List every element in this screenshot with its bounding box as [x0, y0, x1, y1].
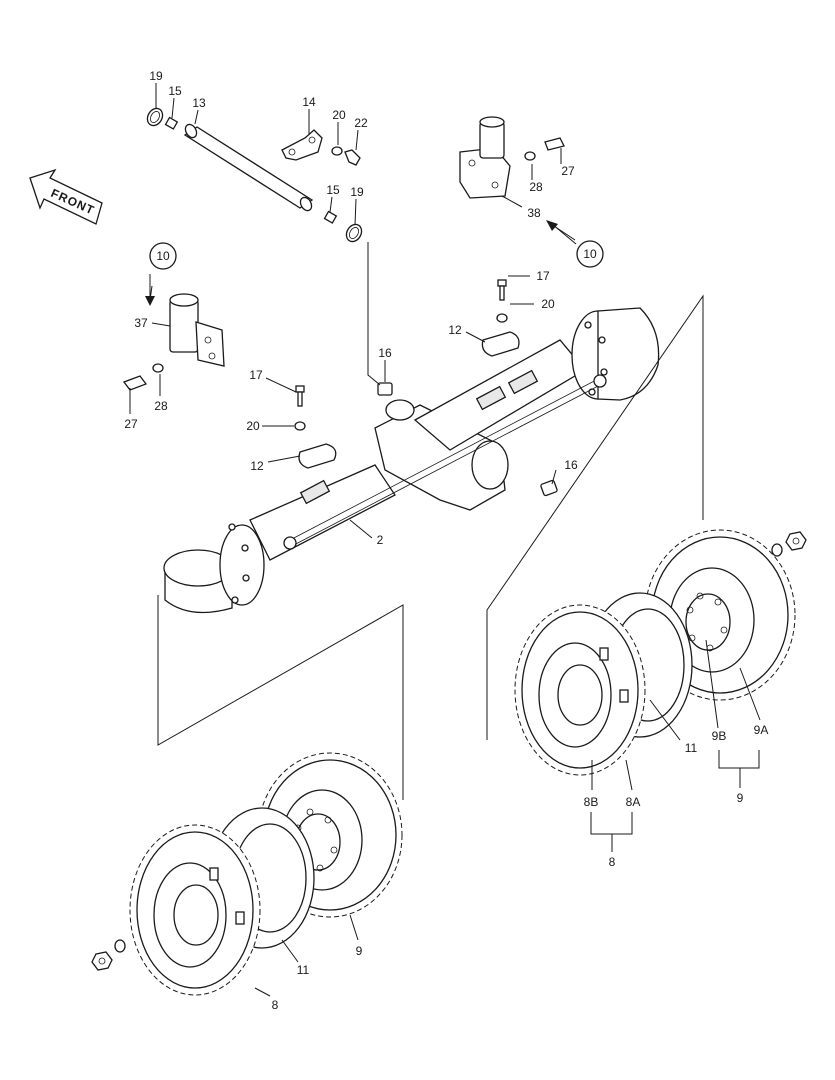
axle-housing-2 — [163, 307, 660, 614]
label-20-bracket: 20 — [332, 108, 346, 122]
label-10-right: 10 — [583, 247, 597, 261]
label-8-left: 8 — [272, 998, 279, 1012]
tire-8-right — [514, 604, 646, 776]
front-arrow-icon: FRONT — [29, 168, 103, 225]
arrow-down-icon — [145, 285, 155, 306]
reference-10-left: 10 — [149, 242, 177, 270]
washer-28-left — [152, 363, 164, 373]
label-10-left: 10 — [156, 249, 170, 263]
fitting-15-top — [164, 116, 179, 130]
label-28-valve: 28 — [529, 180, 543, 194]
o-ring-19-top — [146, 107, 164, 127]
label-17-center: 17 — [249, 368, 263, 382]
bolt-17-right — [497, 279, 507, 301]
steering-valve-37 — [169, 293, 225, 367]
label-11-right: 11 — [685, 741, 698, 755]
cylinder-tube-13 — [183, 123, 314, 212]
bolt-27-left — [122, 375, 148, 391]
label-9-left: 9 — [356, 944, 363, 958]
bracket-14 — [281, 129, 323, 161]
mounting-outlines — [157, 242, 704, 800]
label-9b: 9B — [712, 729, 727, 743]
washer-28-valve — [524, 151, 536, 161]
nut-left-wheel — [91, 951, 113, 971]
label-15-bottom: 15 — [326, 183, 340, 197]
label-20-right: 20 — [541, 297, 555, 311]
label-9a: 9A — [754, 723, 769, 737]
arrow-up-left-icon — [546, 220, 577, 245]
label-38: 38 — [527, 206, 541, 220]
label-8a: 8A — [626, 795, 641, 809]
label-27-valve: 27 — [561, 164, 575, 178]
label-17-right: 17 — [536, 269, 550, 283]
label-16-right: 16 — [564, 458, 578, 472]
label-27-left: 27 — [124, 417, 138, 431]
label-37: 37 — [134, 316, 148, 330]
fitting-15-bottom — [323, 210, 338, 224]
label-20-center: 20 — [246, 419, 260, 433]
label-16-top: 16 — [378, 346, 392, 360]
bolt-22 — [344, 149, 361, 166]
washer-20-right — [496, 313, 508, 323]
washer-right-wheel — [771, 543, 783, 557]
label-8-right: 8 — [609, 855, 616, 869]
steering-valve-38 — [459, 116, 511, 199]
tire-8-left — [129, 824, 261, 996]
label-12-center: 12 — [250, 459, 264, 473]
bolt-17-center — [295, 385, 305, 407]
o-ring-19-bottom — [345, 223, 363, 243]
washer-left-wheel — [114, 939, 126, 953]
reference-10-right: 10 — [576, 240, 604, 268]
label-14: 14 — [302, 95, 316, 109]
label-19-bottom: 19 — [350, 185, 364, 199]
bushing-16-top — [377, 382, 393, 396]
washer-20-center — [294, 421, 306, 431]
leader-lines — [129, 83, 761, 997]
label-11-left: 11 — [297, 963, 310, 977]
label-19-top: 19 — [149, 69, 163, 83]
label-12-right: 12 — [448, 323, 462, 337]
label-22: 22 — [354, 116, 368, 130]
label-9-right: 9 — [737, 791, 744, 805]
bushing-16-right — [540, 479, 558, 497]
nut-right-wheel — [785, 531, 807, 551]
label-8b: 8B — [584, 795, 599, 809]
label-28-left: 28 — [154, 399, 168, 413]
bolt-27-valve — [544, 137, 565, 151]
label-15-top: 15 — [168, 84, 182, 98]
label-2: 2 — [377, 533, 384, 547]
label-13: 13 — [192, 96, 206, 110]
cap-12-center — [298, 443, 337, 469]
cap-12-right — [481, 331, 520, 357]
washer-20-bracket — [331, 146, 343, 156]
